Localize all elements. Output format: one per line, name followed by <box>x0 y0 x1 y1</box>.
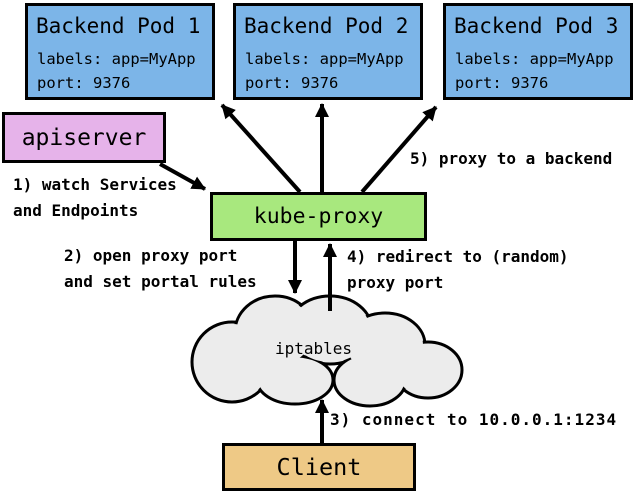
pod-title: Backend Pod 1 <box>36 14 201 38</box>
pod-labels: labels: app=MyApp <box>455 50 614 68</box>
backend-pod-3-box: Backend Pod 3 labels: app=MyApp port: 93… <box>443 3 633 100</box>
client-label: Client <box>276 453 362 481</box>
annotation-step4: 4) redirect to (random) proxy port <box>347 244 569 296</box>
annotation-step4-line1: 4) redirect to (random) <box>347 247 569 266</box>
pod-title: Backend Pod 3 <box>454 14 619 38</box>
arrow-kube-proxy-to-pod1 <box>220 103 302 194</box>
annotation-step2: 2) open proxy port and set portal rules <box>64 243 257 295</box>
annotation-step1: 1) watch Services and Endpoints <box>13 172 177 224</box>
annotation-step2-line2: and set portal rules <box>64 272 257 291</box>
pod-labels: labels: app=MyApp <box>245 50 404 68</box>
annotation-step1-line1: 1) watch Services <box>13 175 177 194</box>
annotation-step1-line2: and Endpoints <box>13 201 139 220</box>
annotation-step5: 5) proxy to a backend <box>410 146 612 172</box>
backend-pod-2-box: Backend Pod 2 labels: app=MyApp port: 93… <box>233 3 423 100</box>
pod-title: Backend Pod 2 <box>244 14 409 38</box>
pod-port: port: 9376 <box>455 74 549 92</box>
annotation-step3-line1: 3) connect to 10.0.0.1:1234 <box>330 410 618 429</box>
pod-port: port: 9376 <box>37 74 131 92</box>
pod-labels: labels: app=MyApp <box>37 50 196 68</box>
pod-port: port: 9376 <box>245 74 339 92</box>
backend-pod-1-box: Backend Pod 1 labels: app=MyApp port: 93… <box>25 3 215 100</box>
iptables-label: iptables <box>275 339 353 358</box>
annotation-step2-line1: 2) open proxy port <box>64 246 238 265</box>
annotation-step5-line1: 5) proxy to a backend <box>410 149 613 168</box>
annotation-step3: 3) connect to 10.0.0.1:1234 <box>330 407 617 433</box>
kube-proxy-label: kube-proxy <box>253 204 384 229</box>
kube-proxy-box: kube-proxy <box>210 192 427 241</box>
apiserver-box: apiserver <box>2 112 166 163</box>
client-box: Client <box>222 443 416 491</box>
annotation-step4-line2: proxy port <box>347 273 444 292</box>
apiserver-label: apiserver <box>21 124 147 151</box>
